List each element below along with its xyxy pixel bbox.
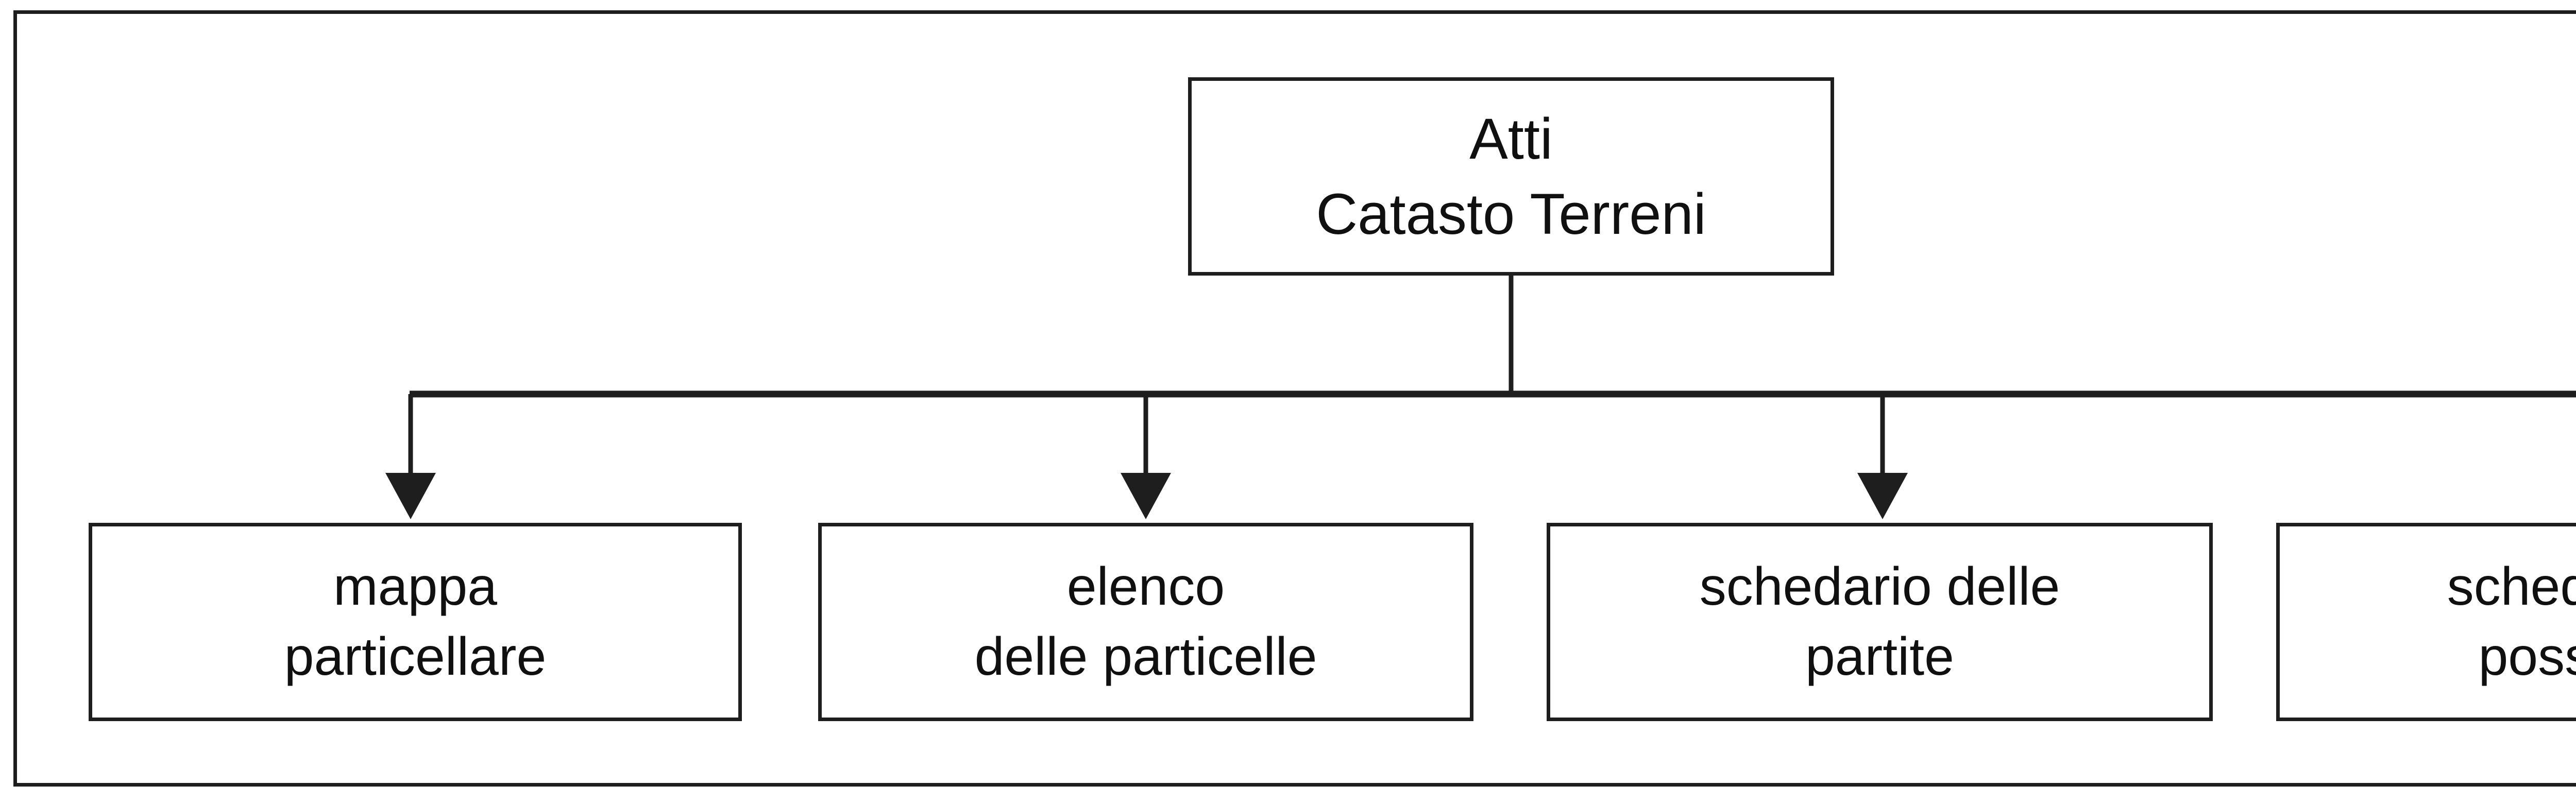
node-schedario-delle-partite[interactable]: schedario delle partite	[1547, 523, 2213, 721]
node-child-2-label-line1: schedario delle	[1699, 557, 2060, 617]
arrowhead-icon-2	[1121, 473, 1171, 519]
node-mappa-particellare[interactable]: mappa particellare	[89, 523, 742, 721]
node-root-label-line1: Atti	[1469, 106, 1553, 171]
node-child-3-label-line1: schedario dei	[2447, 557, 2576, 617]
node-child-1-label-line1: elenco	[1066, 557, 1225, 617]
node-child-0-label-line2: particellare	[284, 626, 547, 687]
arrowhead-icon-1	[385, 473, 436, 519]
node-child-0-label-line1: mappa	[333, 557, 497, 617]
outer-frame-border	[13, 10, 2576, 787]
node-child-3-label-line2: possessori	[2478, 626, 2576, 687]
node-atti-catasto-terreni[interactable]: Atti Catasto Terreni	[1188, 77, 1834, 276]
node-elenco-delle-particelle[interactable]: elenco delle particelle	[818, 523, 1473, 721]
node-root-label-line2: Catasto Terreni	[1316, 181, 1706, 246]
node-child-1-label-line2: delle particelle	[974, 626, 1317, 687]
node-child-2-label-line2: partite	[1805, 626, 1955, 687]
arrowhead-icon-3	[1857, 473, 1908, 519]
node-schedario-dei-possessori[interactable]: schedario dei possessori	[2276, 523, 2576, 721]
